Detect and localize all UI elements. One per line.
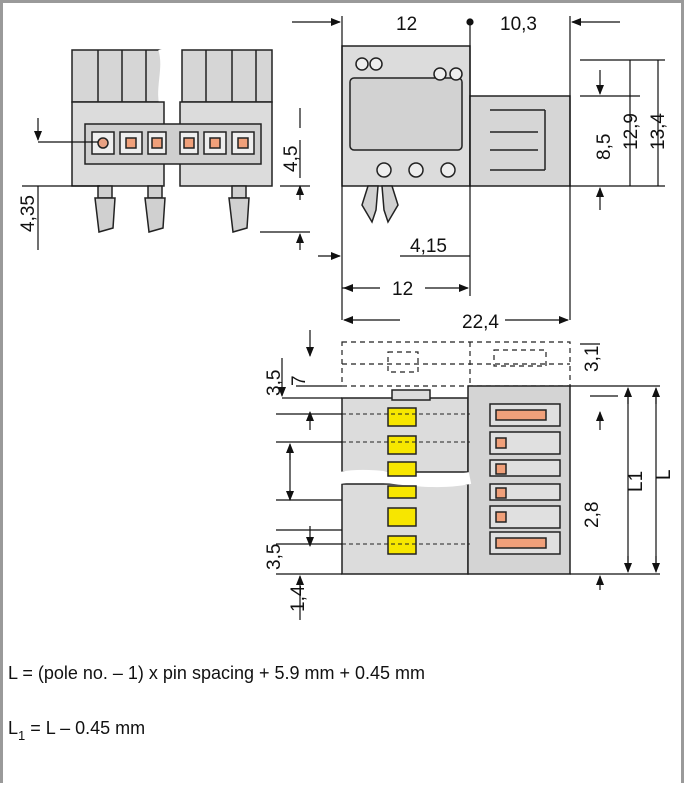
dim-3-1: 3,1 — [582, 346, 603, 372]
formula-L1-symbol: L — [8, 718, 19, 738]
side-pin-section — [469, 95, 571, 187]
front-pins — [94, 185, 250, 233]
dim-4-15: 4,15 — [410, 236, 447, 257]
frame-bottom-gap — [0, 783, 684, 786]
front-view — [71, 45, 273, 233]
top-body-lower — [341, 483, 469, 575]
dim-13-4: 13,4 — [648, 113, 669, 150]
dim-7: 7 — [289, 375, 310, 386]
side-latch — [361, 185, 399, 224]
formula-L1: L1 = L – 0.45 mm — [8, 718, 146, 743]
dim-12-9: 12,9 — [621, 113, 642, 150]
front-upper-body-right — [181, 49, 273, 103]
top-yellow-latches — [387, 407, 417, 555]
top-centerlines — [342, 413, 470, 545]
dim-12-bottom: 12 — [392, 279, 413, 300]
front-contact-windows — [91, 131, 255, 155]
dim-l1: L1 — [626, 471, 647, 492]
formula-L: L = (pole no. – 1) x pin spacing + 5.9 m… — [8, 663, 426, 683]
top-orange-contacts — [495, 409, 547, 549]
dim-8-5: 8,5 — [594, 134, 615, 160]
formula-L1-rest: = L – 0.45 mm — [25, 718, 146, 738]
front-upper-body-left — [71, 49, 163, 103]
dim-22-4: 22,4 — [462, 312, 499, 333]
side-dimension-lines — [292, 16, 665, 324]
front-dimension-lines — [22, 108, 310, 250]
dim-1-4: 1,4 — [288, 585, 309, 612]
top-view — [338, 341, 571, 575]
dim-4-5: 4,5 — [281, 146, 302, 172]
formula-L1-subscript: 1 — [18, 728, 26, 743]
side-view — [341, 45, 571, 224]
dim-2-8: 2,8 — [582, 502, 603, 528]
dim-3-5-bottom: 3,5 — [264, 544, 285, 570]
dim-l: L — [654, 469, 675, 480]
top-dimension-lines — [276, 330, 660, 620]
dim-top-10-3: 10,3 — [500, 14, 537, 35]
dim-3-5-top: 3,5 — [264, 370, 285, 396]
dim-4-35: 4,35 — [18, 195, 39, 232]
dim-top-12: 12 — [396, 14, 417, 35]
top-view-latch-outline — [341, 341, 571, 387]
technical-drawing: 4,5 4,35 — [18, 14, 675, 620]
